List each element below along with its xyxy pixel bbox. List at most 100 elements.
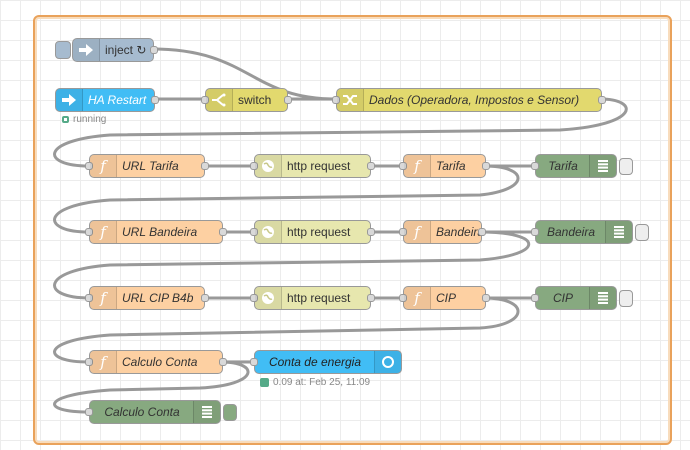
bandeira-debug-node[interactable]: Bandeira <box>531 220 649 244</box>
globe-icon <box>255 155 282 177</box>
output-port[interactable] <box>151 96 159 104</box>
function-icon: f <box>90 155 117 177</box>
inject-trigger-button[interactable] <box>55 41 71 59</box>
status-dot-icon <box>260 378 269 387</box>
shuffle-icon <box>337 89 364 111</box>
debug-list-icon <box>589 287 616 309</box>
cip-debug-label: CIP <box>552 291 573 305</box>
debug-toggle-button[interactable] <box>635 224 649 241</box>
output-port[interactable] <box>219 358 227 366</box>
ha-restart-label: HA Restart <box>88 93 147 107</box>
calculo-conta-label: Calculo Conta <box>122 355 198 369</box>
output-port[interactable] <box>201 162 209 170</box>
cip-debug-node[interactable]: CIP <box>531 286 633 310</box>
tarifa-debug-label: Tarifa <box>548 159 578 173</box>
bandeira-function-label: Bandeira <box>436 225 485 239</box>
function-icon: f <box>404 287 431 309</box>
cip-function-node[interactable]: f CIP <box>399 286 490 310</box>
input-port[interactable] <box>399 162 407 170</box>
wire <box>53 164 520 234</box>
input-port[interactable] <box>85 358 93 366</box>
function-icon: f <box>90 287 117 309</box>
input-port[interactable] <box>201 96 209 104</box>
output-port[interactable] <box>478 228 486 236</box>
debug-list-icon <box>605 221 632 243</box>
tarifa-function-node[interactable]: f Tarifa <box>399 154 490 178</box>
function-icon: f <box>404 221 431 243</box>
input-port[interactable] <box>531 162 539 170</box>
debug-toggle-button[interactable] <box>619 158 633 175</box>
debug-toggle-button[interactable] <box>619 290 633 307</box>
function-icon: f <box>404 155 431 177</box>
input-port[interactable] <box>85 228 93 236</box>
bandeira-function-node[interactable]: f Bandeira <box>399 220 486 244</box>
ha-restart-status: running <box>62 114 106 125</box>
circle-icon <box>374 351 401 373</box>
output-port[interactable] <box>219 228 227 236</box>
output-port[interactable] <box>482 162 490 170</box>
cip-function-label: CIP <box>436 291 457 305</box>
input-port[interactable] <box>250 358 258 366</box>
input-port[interactable] <box>250 228 258 236</box>
debug-toggle-button[interactable] <box>223 404 237 421</box>
http-request-node-1[interactable]: http request <box>250 154 375 178</box>
calculo-conta-debug-label: Calculo Conta <box>104 405 180 419</box>
http-request-node-2[interactable]: http request <box>250 220 375 244</box>
switch-node[interactable]: switch <box>201 88 292 112</box>
url-tarifa-node[interactable]: f URL Tarifa <box>85 154 209 178</box>
arrow-right-icon <box>73 39 100 61</box>
input-port[interactable] <box>531 228 539 236</box>
input-port[interactable] <box>332 96 340 104</box>
debug-list-icon <box>589 155 616 177</box>
status-ring-icon <box>62 116 69 123</box>
output-port[interactable] <box>284 96 292 104</box>
output-port[interactable] <box>482 294 490 302</box>
switch-label: switch <box>238 93 272 107</box>
globe-icon <box>255 287 282 309</box>
output-port[interactable] <box>150 46 158 54</box>
output-port[interactable] <box>367 294 375 302</box>
globe-icon <box>255 221 282 243</box>
input-port[interactable] <box>85 294 93 302</box>
conta-energia-status: 0.09 at: Feb 25, 11:09 <box>260 377 370 388</box>
url-cip-node[interactable]: f URL CIP B4b <box>85 286 209 310</box>
function-icon: f <box>90 351 117 373</box>
input-port[interactable] <box>85 408 93 416</box>
inject-label: inject ↻ <box>105 43 147 57</box>
dados-node[interactable]: Dados (Operadora, Impostos e Sensor) <box>332 88 606 112</box>
dados-label: Dados (Operadora, Impostos e Sensor) <box>369 93 580 107</box>
wire <box>53 296 520 364</box>
calculo-conta-debug-node[interactable]: Calculo Conta <box>85 400 237 424</box>
http-request-node-3[interactable]: http request <box>250 286 375 310</box>
inject-node[interactable]: inject ↻ <box>55 38 158 62</box>
arrow-right-icon <box>56 89 83 111</box>
url-bandeira-node[interactable]: f URL Bandeira <box>85 220 227 244</box>
tarifa-function-label: Tarifa <box>436 159 466 173</box>
bandeira-debug-label: Bandeira <box>546 225 596 239</box>
conta-energia-label: Conta de energia <box>268 355 362 369</box>
output-port[interactable] <box>201 294 209 302</box>
wire <box>53 230 530 300</box>
url-bandeira-label: URL Bandeira <box>122 225 198 239</box>
http-request-label: http request <box>287 291 351 305</box>
output-port[interactable] <box>598 96 606 104</box>
input-port[interactable] <box>399 228 407 236</box>
input-port[interactable] <box>85 162 93 170</box>
input-port[interactable] <box>250 162 258 170</box>
wire <box>53 97 628 168</box>
input-port[interactable] <box>250 294 258 302</box>
wire <box>53 360 250 414</box>
input-port[interactable] <box>531 294 539 302</box>
input-port[interactable] <box>399 294 407 302</box>
conta-energia-node[interactable]: Conta de energia <box>250 350 402 374</box>
http-request-label: http request <box>287 225 351 239</box>
ha-restart-node[interactable]: HA Restart <box>55 88 159 112</box>
flow-group[interactable] <box>33 15 672 445</box>
debug-list-icon <box>193 401 220 423</box>
calculo-conta-node[interactable]: f Calculo Conta <box>85 350 227 374</box>
output-port[interactable] <box>367 228 375 236</box>
url-tarifa-label: URL Tarifa <box>122 159 179 173</box>
output-port[interactable] <box>367 162 375 170</box>
tarifa-debug-node[interactable]: Tarifa <box>531 154 633 178</box>
http-request-label: http request <box>287 159 351 173</box>
